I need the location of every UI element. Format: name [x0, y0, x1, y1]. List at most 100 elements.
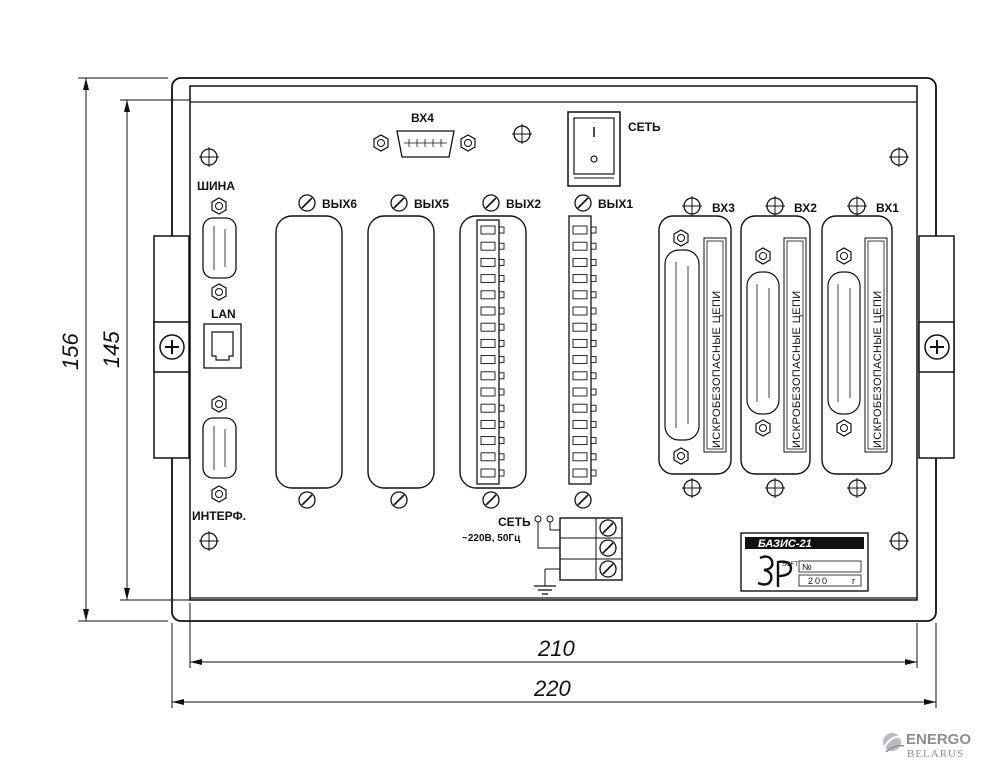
screw-icon: [681, 477, 703, 499]
terminal-row: [572, 241, 588, 251]
terminal-tab: [498, 275, 505, 283]
energo-belarus-logo: [883, 733, 905, 753]
terminal-tab: [498, 356, 505, 364]
lan-label: LAN: [211, 307, 236, 321]
screw-icon: [764, 477, 786, 499]
interf-connector: [202, 417, 237, 479]
vx1-module: [821, 215, 893, 475]
vx2-module: [740, 215, 811, 475]
terminal-tab: [590, 226, 597, 234]
lan-port[interactable]: [203, 323, 242, 369]
vx1-safe-circuits-label: ИСКРОБЕЗОПАСНЫЕ ЦЕПИ: [872, 290, 884, 448]
terminal-row: [572, 436, 588, 446]
nut-icon: [211, 485, 227, 503]
terminal-row: [572, 403, 588, 413]
vx3-label: ВХ3: [712, 201, 735, 215]
watermark-line2: BELARUS: [907, 748, 964, 760]
terminal-row: [572, 387, 588, 397]
corner-screw-icon: [888, 530, 910, 552]
terminal-tab: [498, 420, 505, 428]
screw-icon: [764, 195, 786, 217]
terminal-row: [480, 257, 496, 267]
nameplate-year-prefix: 200: [808, 576, 829, 586]
terminal-tab: [498, 437, 505, 445]
shina-connector: [202, 217, 237, 279]
terminal-row: [480, 290, 496, 300]
terminal-tab: [590, 307, 597, 315]
right-mounting-bracket: [918, 235, 955, 459]
terminal-tab: [590, 291, 597, 299]
dim-outer-height: 156: [58, 333, 83, 370]
terminal-tab: [498, 404, 505, 412]
corner-screw-icon: [888, 146, 910, 168]
terminal-row: [572, 322, 588, 332]
mains-spec-label: ~220В, 50Гц: [462, 533, 521, 544]
terminal-row: [480, 274, 496, 284]
screw-icon: [482, 491, 500, 509]
mains-label: СЕТЬ: [498, 515, 531, 529]
vyh6-blank-slot: [275, 215, 343, 489]
terminal-row: [480, 306, 496, 316]
power-switch-label: СЕТЬ: [628, 120, 661, 134]
vyh1-terminal-block: [568, 215, 597, 485]
terminal-tab: [498, 323, 505, 331]
terminal-tab: [590, 420, 597, 428]
dim-outer-width: 220: [533, 676, 571, 701]
terminal-row: [572, 274, 588, 284]
screw-icon: [574, 194, 592, 212]
panel-screw-icon: [511, 123, 533, 145]
watermark-line1: ENERGO: [906, 731, 971, 748]
terminal-row: [480, 371, 496, 381]
vyh5-blank-slot: [367, 215, 435, 489]
terminal-tab: [590, 437, 597, 445]
terminal-row: [480, 387, 496, 397]
terminal-row: [480, 436, 496, 446]
terminal-row: [572, 290, 588, 300]
vx2-label: ВХ2: [794, 201, 817, 215]
terminal-tab: [590, 404, 597, 412]
terminal-tab: [498, 258, 505, 266]
power-switch[interactable]: [567, 111, 621, 187]
terminal-row: [480, 403, 496, 413]
nameplate-soft: SOFT: [782, 562, 798, 568]
screw-icon: [482, 194, 500, 212]
terminal-tab: [590, 275, 597, 283]
shina-label: ШИНА: [197, 179, 235, 193]
terminal-row: [572, 257, 588, 267]
terminal-row: [480, 452, 496, 462]
vyh5-label: ВЫХ5: [414, 197, 449, 211]
left-mounting-bracket: [153, 235, 190, 459]
nut-icon: [211, 283, 227, 301]
terminal-tab: [590, 323, 597, 331]
ground-icon: [534, 585, 556, 595]
vx1-label: ВХ1: [876, 201, 899, 215]
terminal-tab: [590, 388, 597, 396]
inner-panel: [189, 85, 918, 601]
terminal-row: [480, 419, 496, 429]
screw-icon: [298, 491, 316, 509]
terminal-row: [572, 468, 588, 478]
nut-icon: [211, 197, 227, 215]
dim-inner-width: 210: [537, 636, 575, 661]
terminal-tab: [498, 226, 505, 234]
nameplate-title: БАЗИС-21: [758, 538, 812, 550]
nameplate-number-label: №: [802, 562, 812, 572]
terminal-row: [480, 225, 496, 235]
vx4-label: ВХ4: [411, 111, 434, 125]
terminal-row: [572, 371, 588, 381]
mains-terminal: [537, 517, 623, 586]
terminal-tab: [498, 469, 505, 477]
vyh2-label: ВЫХ2: [506, 197, 541, 211]
terminal-row: [572, 306, 588, 316]
terminal-row: [572, 452, 588, 462]
vx3-module: [658, 215, 732, 475]
terminal-row: [480, 355, 496, 365]
terminal-tab: [498, 388, 505, 396]
vx2-safe-circuits-label: ИСКРОБЕЗОПАСНЫЕ ЦЕПИ: [791, 290, 803, 448]
terminal-row: [572, 338, 588, 348]
terminal-row: [572, 419, 588, 429]
terminal-tab: [590, 258, 597, 266]
corner-screw-icon: [198, 530, 220, 552]
screw-icon: [390, 491, 408, 509]
vyh2-terminal-block: [459, 215, 527, 489]
